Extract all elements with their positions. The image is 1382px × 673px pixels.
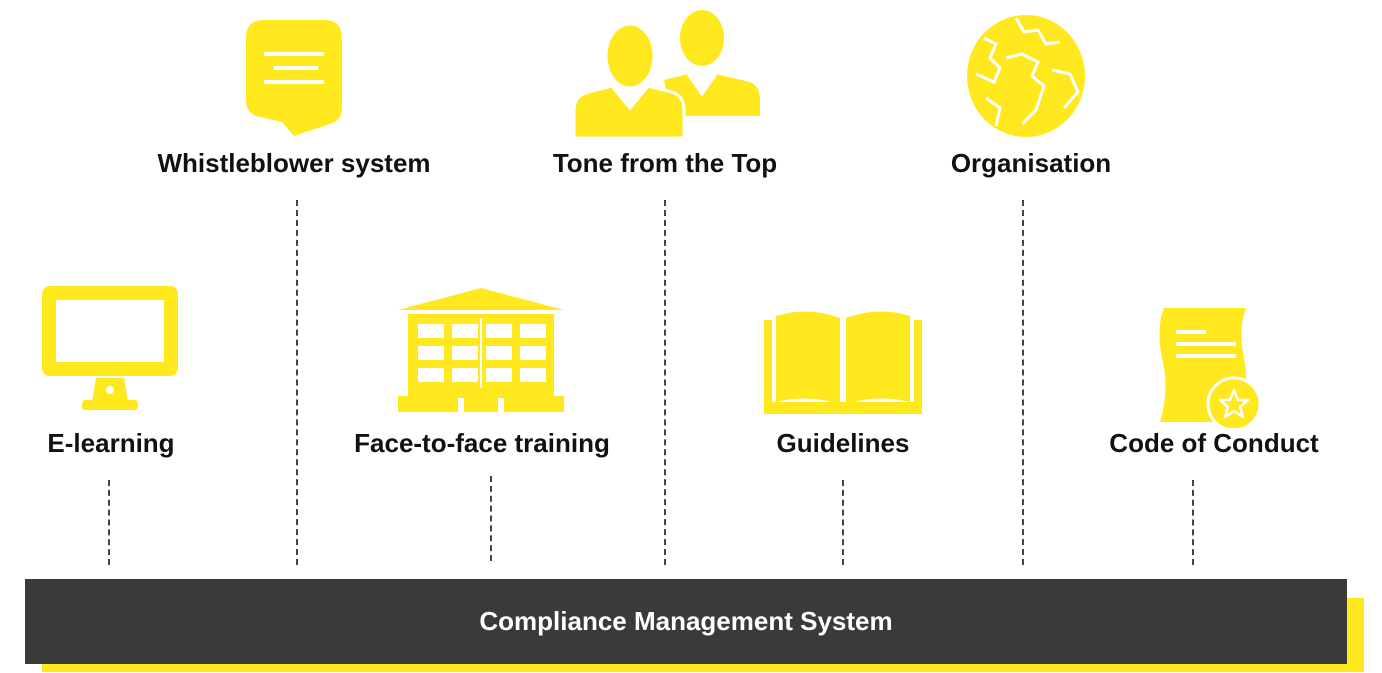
connector-line-organisation: [1022, 200, 1024, 565]
certificate-icon: [1159, 308, 1262, 428]
compliance-management-system-label: Compliance Management System: [479, 606, 893, 636]
guidelines-label: Guidelines: [776, 428, 910, 458]
connector-line-tone: [664, 200, 666, 565]
speech-bubble-icon: [246, 20, 342, 136]
whistleblower-label: Whistleblower system: [157, 148, 431, 178]
code-of-conduct-label: Code of Conduct: [1109, 428, 1319, 458]
globe-icon: [967, 15, 1085, 137]
compliance-management-system-bar: Compliance Management System: [25, 579, 1347, 664]
connector-line-e-learning: [108, 480, 110, 565]
book-icon: [764, 311, 922, 414]
organisation-label: Organisation: [950, 148, 1112, 178]
connector-line-guidelines: [842, 480, 844, 565]
building-icon: [398, 288, 564, 412]
connector-line-face-to-face: [490, 476, 492, 561]
face-to-face-training-label: Face-to-face training: [354, 428, 610, 458]
e-learning-label: E-learning: [47, 428, 175, 458]
connector-line-whistleblower: [296, 200, 298, 565]
tone-from-top-label: Tone from the Top: [552, 148, 778, 178]
people-icon: [572, 10, 760, 138]
connector-line-code-of-conduct: [1192, 480, 1194, 565]
monitor-icon: [42, 286, 178, 410]
